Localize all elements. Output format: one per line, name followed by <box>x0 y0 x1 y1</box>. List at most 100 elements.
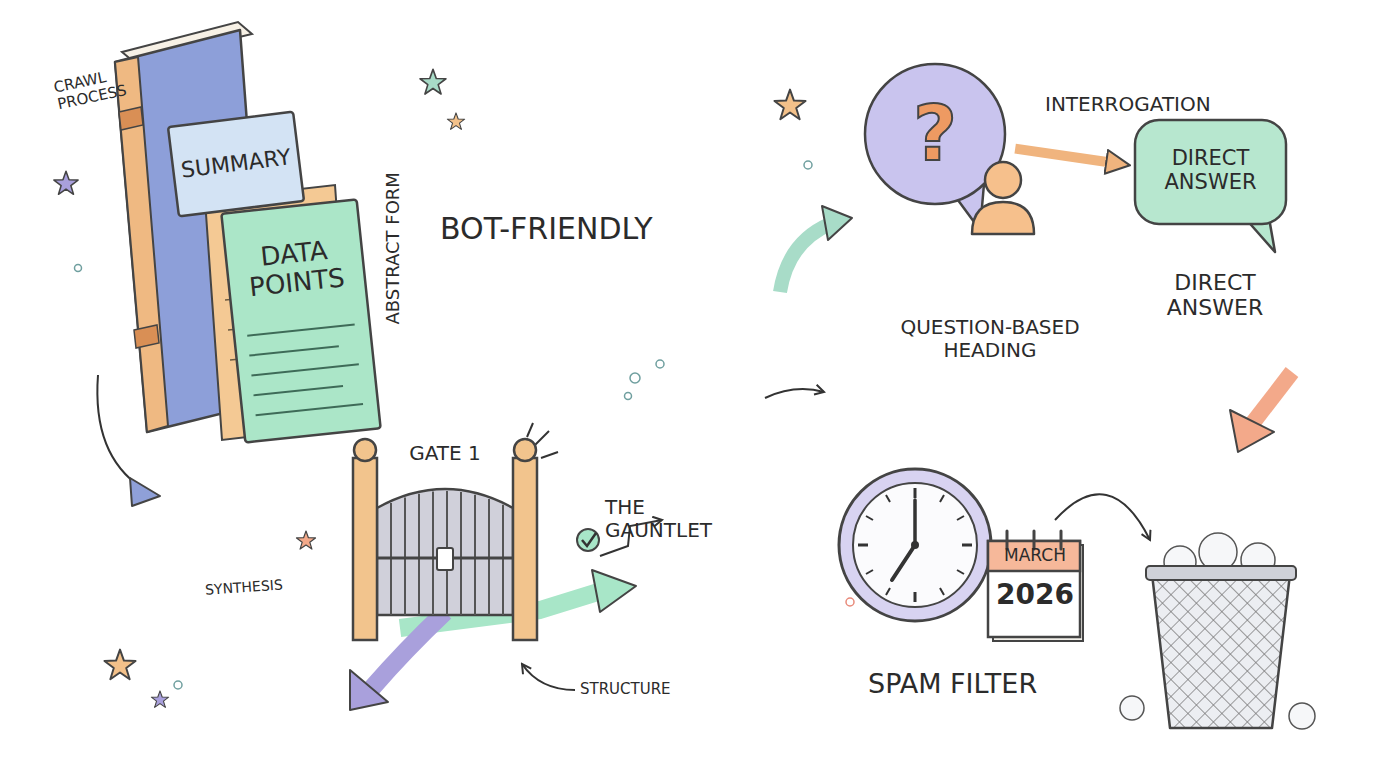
decor-dot-part <box>174 681 182 689</box>
question-bubble: ? <box>860 62 1010 212</box>
calendar-header <box>988 541 1080 571</box>
decor-star-part <box>420 69 446 94</box>
clock-icon-part <box>913 500 917 545</box>
page-sheet <box>168 112 304 217</box>
note-label: SYNTHESIS <box>205 574 316 598</box>
decor-dot-part <box>656 360 664 368</box>
clock-icon-part <box>858 488 972 602</box>
caption-label: QUESTION-BASED HEADING <box>875 316 1105 362</box>
gate-bar <box>474 495 476 615</box>
path-arrow-part <box>350 670 388 710</box>
burst-lines-part <box>535 431 549 445</box>
clock-icon-part <box>853 483 977 607</box>
person-icon-part <box>972 202 1034 234</box>
lines-outline <box>220 198 381 443</box>
book-illustration-part <box>115 57 168 432</box>
step-label: INTERROGATION <box>1045 93 1245 116</box>
path-arrow-part <box>372 612 445 688</box>
headline-label: SPAM FILTER <box>868 668 1088 699</box>
node-text: ? <box>913 91 957 176</box>
note-label: CRAWL PROCESS <box>52 61 149 114</box>
book-illustration-part <box>134 325 159 348</box>
book-illustration-part <box>119 107 143 130</box>
node-text: 2026 <box>996 579 1074 610</box>
decor-star-part <box>54 171 78 194</box>
path-arrow-part <box>592 570 636 612</box>
trash-can <box>1120 533 1315 729</box>
trash-can-part <box>1120 696 1144 720</box>
clock-icon-part <box>839 469 991 621</box>
decor-star-part <box>297 531 316 549</box>
decor-dot <box>75 161 855 689</box>
caption-label: DIRECT ANSWER <box>1150 270 1280 321</box>
data-page: DATA POINTS <box>220 198 381 443</box>
gate-body <box>377 489 513 615</box>
gate-bar <box>502 505 504 615</box>
calendar-page <box>988 541 1080 637</box>
trash-can-part <box>1289 703 1315 729</box>
decor-dot-part <box>846 598 854 606</box>
bubble-body <box>865 64 1005 204</box>
person-icon-part <box>985 162 1021 198</box>
decor-star-part <box>447 113 464 129</box>
decor-dot-part <box>630 373 640 383</box>
flow-arrow-part <box>97 375 142 488</box>
clock-icon-part <box>892 545 915 580</box>
side-label: ABSTRACT FORM <box>383 153 404 343</box>
trash-can-part <box>1146 566 1296 580</box>
post-cap <box>354 439 376 461</box>
decor-star <box>54 69 806 707</box>
text-line <box>256 404 363 415</box>
stage-label: THE GAUNTLET <box>605 496 727 542</box>
text-line <box>251 364 358 375</box>
trash-can-part <box>1152 574 1290 728</box>
page-sheet <box>221 200 380 443</box>
decor-star-part <box>774 90 805 120</box>
big-arrow-part <box>822 206 852 240</box>
clock-icon-part <box>866 495 964 595</box>
flow-arrow <box>97 375 160 506</box>
gate-post <box>513 458 537 640</box>
decor-star-part <box>104 650 135 680</box>
clock-icon <box>839 469 991 621</box>
leader-arrow-part <box>522 664 575 690</box>
text-line <box>249 346 339 355</box>
node-text: GATE 1 <box>409 442 481 464</box>
node-text: DIRECT ANSWER <box>1141 147 1280 194</box>
gate-bar <box>432 492 434 615</box>
flow-arrow <box>1015 149 1119 164</box>
leader-arrow <box>522 389 1150 690</box>
gate-bar <box>404 498 406 615</box>
person-icon <box>972 162 1034 234</box>
check-mark-part <box>582 533 596 546</box>
gate-lock <box>437 548 453 570</box>
leader-arrow-part <box>1055 494 1150 540</box>
headline-label: BOT-FRIENDLY <box>440 212 710 247</box>
gate-node: GATE 1 <box>345 430 545 645</box>
big-arrow-part <box>780 224 830 292</box>
decor-dot-part <box>75 265 82 272</box>
burst-lines-part <box>541 452 558 458</box>
check-mark-part <box>577 529 599 551</box>
burst-lines-part <box>527 423 533 437</box>
summary-page: SUMMARY <box>167 111 305 218</box>
bubble-body <box>1135 120 1286 224</box>
post-cap <box>514 439 536 461</box>
gate-post <box>353 458 377 640</box>
node-text: MARCH <box>1004 546 1066 565</box>
gate-bar <box>418 494 420 615</box>
decor-dot-part <box>625 393 632 400</box>
note-label: STRUCTURE <box>580 681 710 698</box>
decor-star-part <box>151 691 168 707</box>
clock-icon-part <box>911 541 919 549</box>
answer-bubble: DIRECT ANSWER <box>1133 118 1288 236</box>
flow-arrow-part <box>130 478 160 506</box>
big-arrow <box>780 206 1292 452</box>
big-arrow-part <box>1230 410 1274 452</box>
check-mark <box>577 529 599 551</box>
calendar-node: MARCH 2026 <box>985 525 1085 643</box>
text-line <box>254 386 344 395</box>
